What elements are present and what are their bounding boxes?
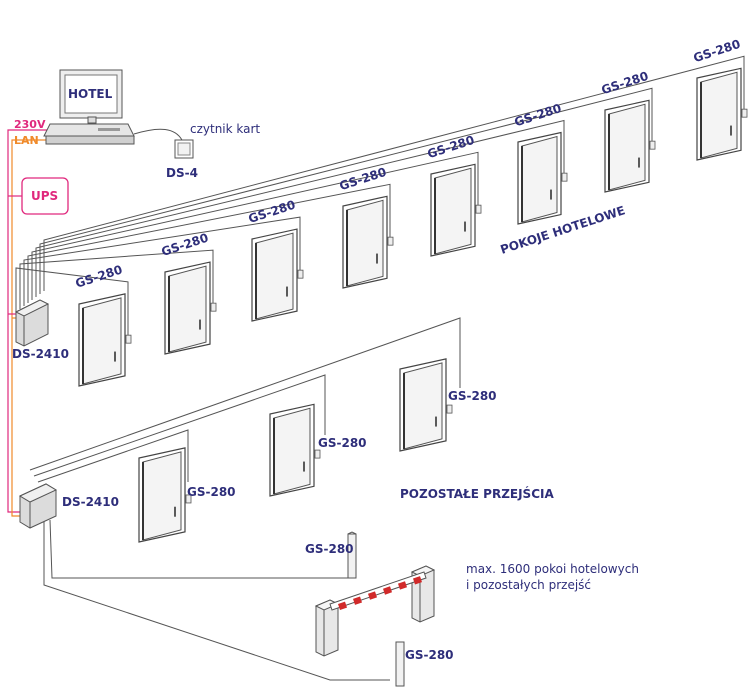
hotel-door-8 [696, 67, 742, 161]
hotel-door-label-7: GS-280 [600, 69, 650, 97]
lan-label: LAN [14, 134, 39, 147]
hotel-door-2 [164, 261, 211, 355]
other-passages-title: POZOSTAŁE PRZEJŚCIA [400, 486, 554, 501]
passage-door-1 [138, 447, 186, 543]
lower-bus-wires [29, 317, 461, 681]
hotel-door-reader-3 [297, 269, 304, 279]
hotel-door-reader-4 [387, 236, 394, 246]
passage-door-3 [399, 358, 447, 452]
barrier-reader-post-2 [395, 641, 405, 687]
passage-door-reader-1 [185, 494, 192, 504]
hotel-door-label-5: GS-280 [426, 133, 476, 161]
card-reader [174, 139, 194, 159]
hotel-door-4 [342, 195, 388, 289]
passage-door-reader-2 [314, 449, 321, 459]
lower-controller [18, 483, 58, 529]
power-label: 230V [14, 118, 46, 131]
reader-label: czytnik kart [190, 122, 260, 136]
hotel-door-reader-1 [125, 334, 132, 344]
passage-door-label-3: GS-280 [448, 389, 497, 403]
hotel-door-1 [78, 293, 126, 387]
hotel-door-7 [604, 99, 650, 193]
lower-controller-label: DS-2410 [62, 495, 119, 509]
hotel-room-doors: GS-280GS-280GS-280GS-280GS-280GS-280GS-2… [74, 37, 748, 387]
power-lan-lines [7, 129, 50, 517]
ups-label: UPS [31, 189, 58, 203]
hotel-door-label-1: GS-280 [74, 262, 124, 290]
passage-door-label-1: GS-280 [187, 485, 236, 499]
hotel-door-reader-5 [475, 204, 482, 214]
hotel-door-reader-2 [210, 302, 217, 312]
hotel-door-reader-6 [561, 172, 568, 182]
hotel-door-label-8: GS-280 [692, 37, 742, 65]
upper-bus-wires [15, 55, 745, 336]
computer-title: HOTEL [68, 87, 113, 101]
hotel-computer [43, 69, 183, 145]
hotel-door-3 [251, 228, 298, 322]
reader-device-label: DS-4 [166, 166, 198, 180]
capacity-note-line2: i pozostałych przejść [466, 578, 591, 592]
passage-door-label-2: GS-280 [318, 436, 367, 450]
hotel-door-reader-8 [741, 108, 748, 118]
barrier-reader-post-1 [347, 531, 357, 579]
capacity-note-line1: max. 1600 pokoi hotelowych [466, 562, 639, 576]
passage-door-2 [269, 403, 315, 497]
ups-box [21, 177, 69, 215]
hotel-door-6 [517, 131, 562, 225]
barrier-reader-1-label: GS-280 [305, 542, 354, 556]
passage-door-reader-3 [446, 404, 453, 414]
upper-controller [14, 299, 50, 347]
hotel-door-reader-7 [649, 140, 656, 150]
hotel-door-label-6: GS-280 [513, 101, 563, 129]
barrier-reader-2-label: GS-280 [405, 648, 454, 662]
parking-barrier [314, 565, 436, 657]
upper-controller-label: DS-2410 [12, 347, 69, 361]
hotel-door-5 [430, 163, 476, 257]
